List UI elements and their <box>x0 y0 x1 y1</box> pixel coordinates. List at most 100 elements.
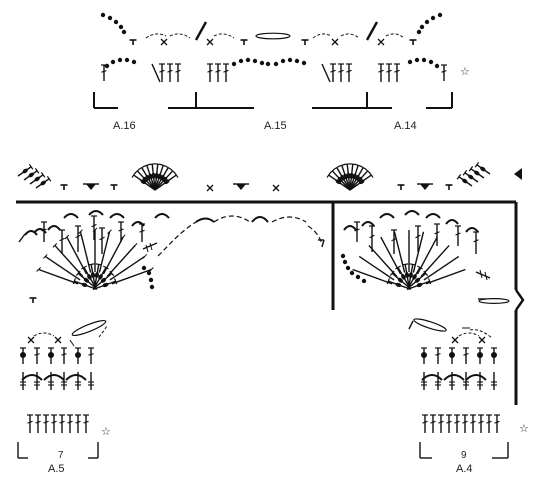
chain-arch <box>421 374 443 381</box>
chain-stitch-dot <box>238 58 244 64</box>
puff-stitch-top <box>134 168 140 174</box>
puff-stitch-top <box>174 172 179 178</box>
treble-cross-bar <box>59 237 65 242</box>
chain-space-loop <box>478 298 510 305</box>
puff-stitch-top <box>138 165 145 170</box>
puff-stitch-top <box>360 165 367 170</box>
single-crochet <box>54 336 62 344</box>
puff-stitch-top <box>386 278 390 285</box>
repeat-count-a4: 9 <box>461 450 467 461</box>
puff-stitch-top <box>333 165 340 170</box>
puff-stitch-top <box>326 172 331 178</box>
puff-stitch-top <box>355 163 362 167</box>
treble-cross-bar <box>463 353 469 356</box>
fan-treble <box>44 255 81 281</box>
chain-arch <box>379 213 395 219</box>
chain-stitch-dot <box>124 57 130 63</box>
treble-cross-bar <box>338 69 344 73</box>
chain-arch <box>361 221 375 227</box>
fan-treble <box>111 268 152 285</box>
repeat-count-a5: 7 <box>58 450 64 461</box>
puff-stitch-bobble <box>90 272 96 278</box>
puff-stitch-top <box>468 166 474 172</box>
chain-arch <box>63 213 79 219</box>
single-crochet <box>331 38 339 46</box>
chain-arc <box>169 33 191 39</box>
puff-stitch-top <box>131 172 136 178</box>
cross-tick <box>149 242 153 251</box>
cross-tick <box>479 269 483 279</box>
chain-arch <box>404 210 420 216</box>
puff-stitch-bobble <box>468 174 474 180</box>
puff-stitch-bobble <box>87 274 92 280</box>
fan-treble-tip <box>42 254 48 259</box>
treble-cross-bar <box>59 420 65 424</box>
chain-arc <box>213 33 235 39</box>
chain-path <box>469 329 493 339</box>
chain-stitch-dot <box>118 24 124 30</box>
bobble <box>421 352 427 358</box>
chain-stitch-dot <box>419 24 425 30</box>
treble-cross-bar <box>494 420 500 424</box>
chain-arch <box>131 221 145 227</box>
label-a15: A.15 <box>264 120 287 132</box>
chain-arch <box>88 210 104 216</box>
puff-stitch-top <box>369 172 374 178</box>
puff-stitch-top <box>462 170 468 176</box>
chain-stitch-dot <box>141 265 147 271</box>
fan-treble-tip <box>64 234 70 240</box>
single-crochet <box>377 38 385 46</box>
treble-cross-bar <box>441 70 447 73</box>
chain-space-loop <box>413 318 447 332</box>
chain-stitch-dot <box>437 12 443 18</box>
treble-cross-bar <box>454 420 460 424</box>
fan-treble <box>79 231 92 273</box>
puff-stitch-bobble <box>100 277 107 283</box>
single-crochet <box>272 184 280 192</box>
treble-cross-bar <box>51 420 57 424</box>
crossed-stitch <box>142 242 158 250</box>
treble-cross-bar <box>438 420 444 424</box>
puff-stitch-top <box>46 176 52 182</box>
puff-stitch-bobble <box>401 274 406 280</box>
puff-stitch-top <box>402 263 409 266</box>
star-marker-a4: ☆ <box>519 423 529 435</box>
chain-arch <box>109 213 125 219</box>
treble-cross-bar <box>27 420 33 424</box>
fan-treble <box>420 244 450 278</box>
puff-stitch-bobble <box>164 179 170 185</box>
fan-treble <box>38 268 79 285</box>
chain-stitch-dot <box>100 12 106 18</box>
puff-stitch-top <box>114 278 118 285</box>
chain-arch <box>33 228 47 234</box>
puff-stitch-bobble <box>408 272 413 279</box>
chain-stitch-dot <box>131 59 137 65</box>
puff-stitch-top <box>365 168 371 174</box>
treble-cross-bar <box>386 69 392 73</box>
treble-cross-bar <box>175 69 181 73</box>
treble-cross-bar <box>473 239 479 243</box>
treble-cross-bar <box>369 234 375 239</box>
puff-stitch-bobble <box>480 166 486 172</box>
chain-arc <box>458 332 480 337</box>
chain-arch <box>21 374 43 381</box>
fan-treble <box>423 255 460 281</box>
chain-stitch-dot <box>361 278 367 284</box>
puff-stitch-top <box>34 168 40 174</box>
puff-stitch-top <box>154 163 161 166</box>
puff-stitch-top <box>423 270 429 277</box>
fan-treble <box>109 255 146 281</box>
chart-symbols <box>16 12 525 459</box>
chain-arch <box>43 374 65 381</box>
chain-arc <box>340 33 360 39</box>
puff-stitch-bobble <box>28 172 34 178</box>
chain-stitch-dot <box>421 57 427 63</box>
puff-stitch-top <box>338 163 345 167</box>
puff-stitch-bobble <box>412 274 417 280</box>
chain-stitch-dot <box>428 59 434 65</box>
chain-arch <box>47 225 61 231</box>
treble-cross-bar <box>415 234 421 239</box>
chain-arc <box>33 332 55 337</box>
chain-arch <box>445 219 459 225</box>
treble-cross-bar <box>446 420 452 424</box>
